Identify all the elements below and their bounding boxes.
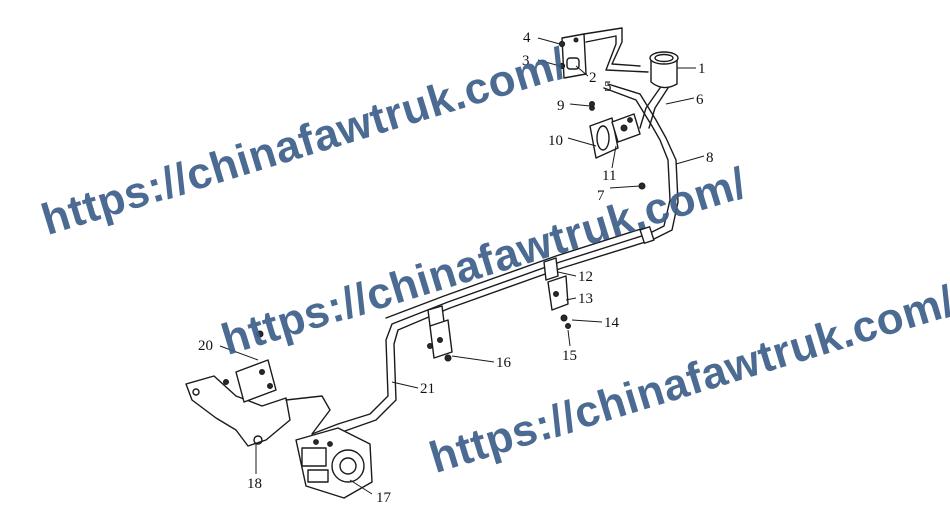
callout-18: 18 <box>247 476 262 492</box>
callout-20: 20 <box>198 338 213 354</box>
fluid-reservoir <box>639 51 679 129</box>
reservoir-hose <box>603 83 679 241</box>
reservoir-bracket <box>558 27 649 79</box>
callout-8: 8 <box>706 150 714 166</box>
callout-12: 12 <box>578 269 593 285</box>
callout-10: 10 <box>548 133 563 149</box>
callout-2: 2 <box>589 70 597 86</box>
callout-17: 17 <box>376 490 392 506</box>
callout-16: 16 <box>496 355 512 371</box>
leader-lines <box>219 37 705 495</box>
pipe-clamp-upper <box>543 257 571 329</box>
callout-3: 3 <box>522 53 530 69</box>
callout-15: 15 <box>562 348 577 364</box>
callout-6: 6 <box>696 92 704 108</box>
callout-7: 7 <box>597 188 605 204</box>
clutch-booster <box>295 427 373 499</box>
callout-1: 1 <box>698 61 706 77</box>
fastener-9 <box>589 101 595 107</box>
callout-14: 14 <box>604 315 620 331</box>
mounting-bracket-lower <box>185 330 331 447</box>
main-hydraulic-pipe <box>311 226 655 443</box>
callout-labels: 1 2 3 4 5 6 7 8 9 10 11 12 13 14 15 16 1… <box>198 30 714 506</box>
callout-11: 11 <box>602 168 616 184</box>
callout-21: 21 <box>420 381 435 397</box>
callout-5: 5 <box>604 79 612 95</box>
callout-9: 9 <box>557 98 565 114</box>
pipe-clamp-lower <box>427 305 453 362</box>
callout-4: 4 <box>523 30 531 46</box>
callout-13: 13 <box>578 291 593 307</box>
clutch-master-cylinder <box>589 105 641 159</box>
